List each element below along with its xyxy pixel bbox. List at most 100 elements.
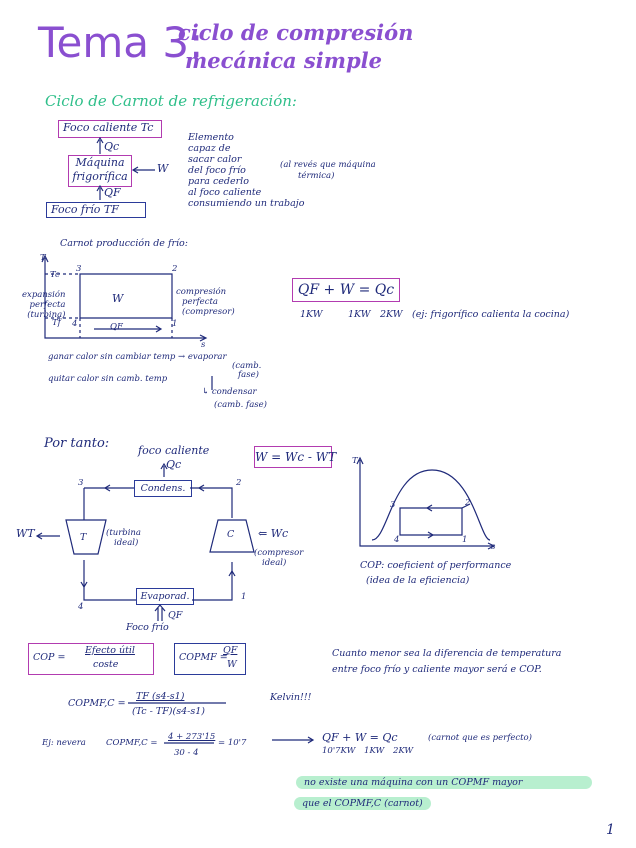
tf-label: Tf [52,318,61,328]
point-4: 4 [72,319,78,329]
note-line: (al revés que máquina [280,160,376,170]
description-text: Elemento capaz de sacar calor del foco f… [188,132,304,209]
evaporator-label: Evaporad. [140,591,190,602]
cop-mf-left: COPMF = [179,652,228,663]
example-left: COPMF,C = [106,738,158,748]
ts2-cycle [399,507,463,536]
example-numerator: 4 + 273'15 [168,732,216,742]
axis-head [199,334,208,342]
highlight-line-1: no existe una máquina con un COPMF mayor [296,776,592,789]
cold-source-label: Foco frío TF [51,203,119,216]
note-line: (compresor [254,548,304,558]
cop-definition-box: COP = Efecto útil coste [28,643,154,675]
note-line: (turbina) [27,310,66,320]
qf-in-arrow [157,608,163,621]
axis-head [41,254,49,263]
condense-line: quitar calor sin camb. temp [48,374,168,384]
qc-label: Qc [104,140,120,153]
balance-box: QF + W = Qc [292,278,400,302]
note-line: térmica) [298,171,335,181]
note-line: (camb. [232,361,262,371]
balance-example: (ej: frigorífico calienta la cocina) [412,309,570,320]
machine-label: Máquina frigorífica [72,156,128,183]
evaporate-line: ganar calor sin cambiar temp → evaporar [48,352,227,362]
point-1: 1 [172,319,178,329]
compressor-label: C [227,529,235,540]
balance-value-1: 1KW [300,309,323,320]
cycle-left-bottom [83,560,136,601]
desc-line: para cederlo [188,176,249,187]
work-eq: W = Wc - WT [255,450,337,464]
turbine-note: (turbina ideal) [106,528,141,548]
cycle-qf-label: QF [168,610,183,621]
cop-mf-numerator: QF [223,645,238,656]
note-line: fase) [238,370,259,380]
kelvin-note: Kelvin!!! [270,692,312,703]
ts2-point-4: 4 [394,535,400,545]
cop-carnot-left: COPMF,C = [68,698,126,709]
cycle-node-2: 2 [236,478,242,488]
qf-label: QF [104,186,121,199]
example-result: = 10'7 [218,738,247,748]
example-label: Ej: nevera [42,738,86,748]
note-line: compresión [176,287,227,297]
ts2-t-label: T [352,456,358,466]
example-equation: QF + W = Qc [322,731,398,744]
highlight-line-2: que el COPMF,C (carnot) [294,797,431,810]
ts1-axes [44,258,205,339]
cycle-node-4: 4 [78,602,84,612]
compressor-shape [209,519,255,553]
turbine-shape [65,519,107,555]
wt-label: WT [16,527,35,540]
cop-numerator: Efecto útil [85,645,135,656]
cop-left: COP = [33,652,66,663]
hot-source-box: Foco caliente Tc [58,120,162,138]
cycle-node-3: 3 [78,478,84,488]
condenser-label: Condens. [140,483,186,494]
note-line: (turbina [106,528,141,538]
example-denominator: 30 - 4 [174,748,199,758]
cop-definition-2: (idea de la eficiencia) [366,575,470,586]
example-values: 10'7KW 1KW 2KW [322,746,414,756]
expansion-note: expansión perfecta (turbina) [22,290,65,320]
balance-equation: QF + W = Qc [297,282,395,298]
condense-note: (camb. fase) [214,400,267,410]
title-line-1: ciclo de compresión [178,20,414,45]
cop-mf-denominator: W [227,659,237,670]
balance-value-3: 2KW [380,309,403,320]
desc-line: del foco frío [188,165,246,176]
work-label: W [112,292,124,305]
ts2-axes [359,460,492,547]
qf-ts-label: QF [110,322,123,332]
w-label: W [157,162,169,175]
example-carnot-note: (carnot que es perfecto) [428,733,532,743]
point-2: 2 [172,264,178,274]
wc-label: ⇐ Wc [258,527,289,540]
cold-focus-label: Foco frío [126,622,169,633]
ts-caption: Carnot producción de frío: [60,238,188,249]
title-line-2: mecánica simple [185,48,382,73]
cycle-right-top [190,487,233,518]
hot-source-label: Foco caliente Tc [63,121,154,134]
thermal-note: (al revés que máquina térmica) [280,160,376,182]
t-axis-label: T [40,253,46,263]
page-title: Tema 3: [38,18,204,67]
ts2-point-2: 2 [465,498,471,508]
note-line: perfecta [182,297,218,307]
section-heading: Ciclo de Carnot de refrigeración: [45,92,297,110]
compressor-note: (compresor ideal) [254,548,303,568]
note-line: perfecta [29,300,66,310]
arrow-head [96,136,104,144]
cop-carnot-denominator: (Tc - TF)(s4-s1) [132,706,205,717]
hot-focus-label: foco caliente [138,444,210,457]
cop-definition-1: COP: coeficient of performance [360,560,512,571]
cold-source-box: Foco frío TF [46,202,146,218]
desc-line: capaz de [188,143,231,154]
desc-line: Elemento [188,132,234,143]
cop-note-1: Cuanto menor sea la diferencia de temper… [332,648,562,659]
therefore-label: Por tanto: [44,436,110,451]
tc-label: Tc [50,270,60,280]
s-axis-label: s [201,340,206,350]
cycle-node-1: 1 [241,592,247,602]
desc-line: sacar calor [188,154,242,165]
